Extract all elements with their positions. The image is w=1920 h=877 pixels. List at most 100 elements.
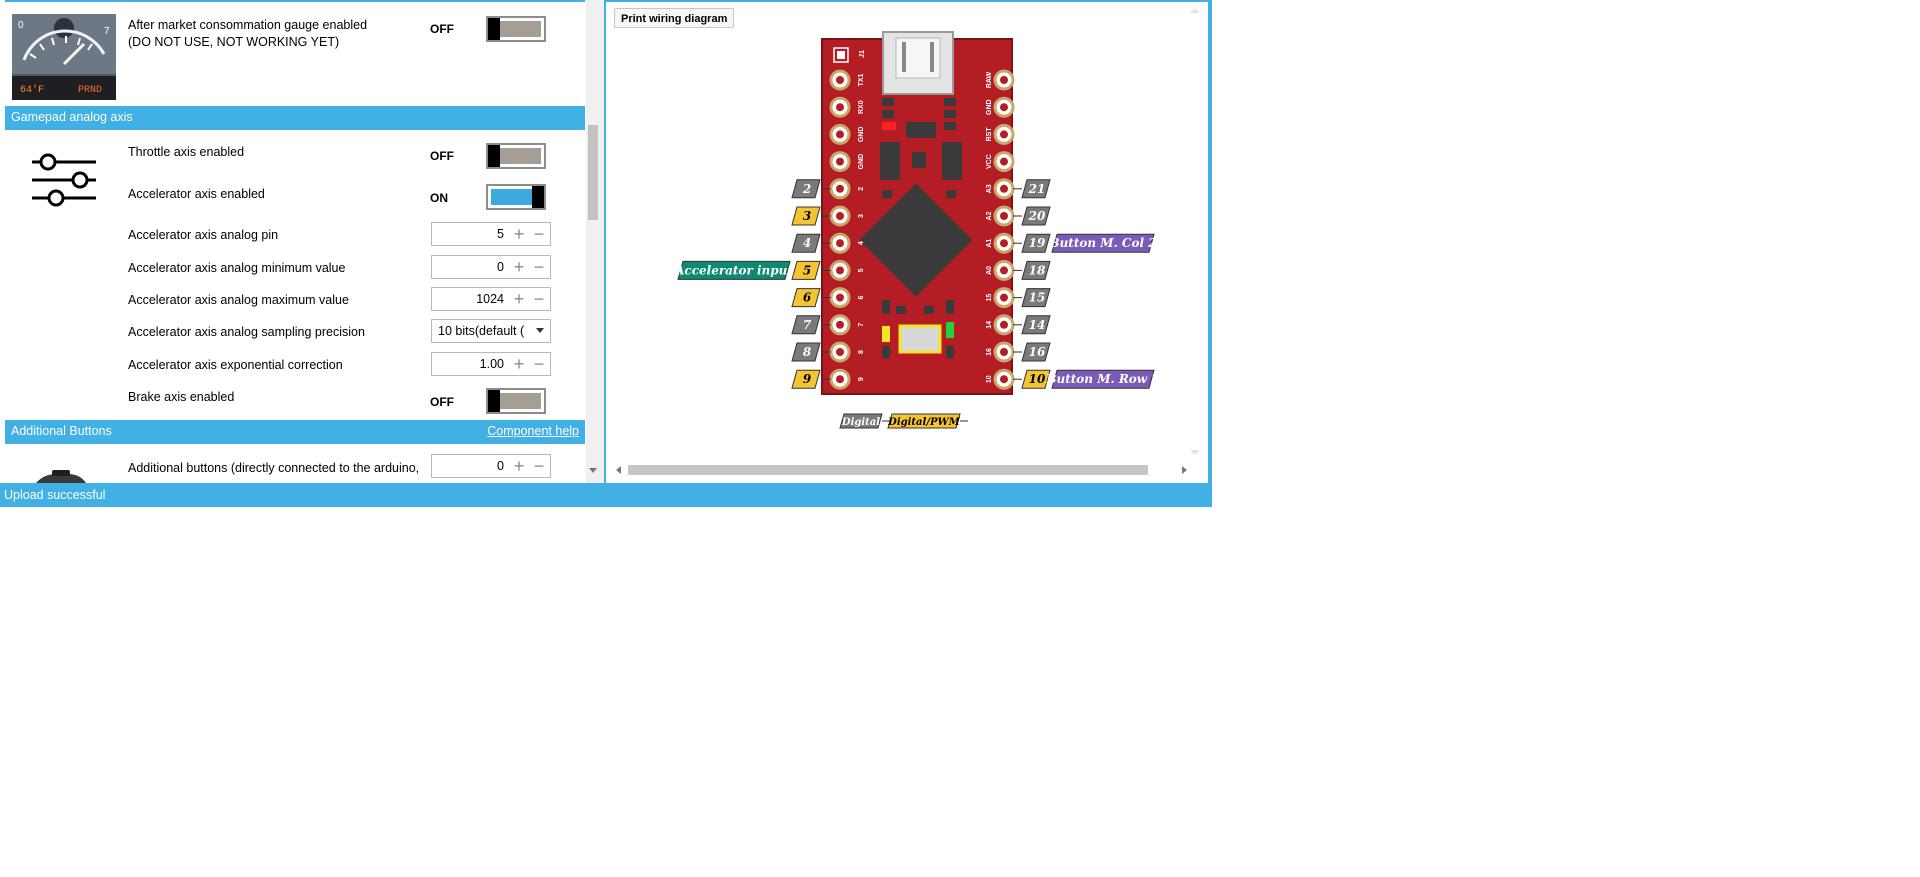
- acc-expo-value[interactable]: 1.00: [479, 357, 504, 371]
- add-buttons-label: Additional buttons (directly connected t…: [128, 461, 420, 475]
- gamepad-section-header: Gamepad analog axis: [5, 106, 585, 130]
- pin-tag-left-shape: [791, 260, 821, 280]
- acc-expo-label: Accelerator axis exponential correction: [128, 358, 343, 372]
- accelerator-input-tag-shape: [677, 260, 791, 280]
- acc-min-increment-button[interactable]: +: [513, 257, 525, 277]
- silkscreen-label: A2: [986, 211, 993, 220]
- pin-tag-left-shape: [791, 288, 821, 308]
- accelerator-toggle[interactable]: [486, 184, 546, 210]
- pin-tag-right-text: 18: [1029, 263, 1046, 277]
- pin-tag-left-shape: [791, 315, 821, 335]
- pane-splitter[interactable]: [600, 0, 606, 483]
- scroll-right-arrow-icon[interactable]: [1182, 466, 1187, 474]
- accelerator-input-tag-text: Accelerator input: [674, 263, 793, 277]
- legend-pwm-text: Digital/PWM: [887, 417, 961, 428]
- pin-tag-left: 3: [791, 206, 821, 226]
- silkscreen-label: 5: [858, 268, 865, 272]
- pin-tag-left-text: 4: [803, 236, 811, 250]
- pin-tag-right-text: 19: [1029, 236, 1046, 250]
- status-text: Upload successful: [4, 488, 106, 502]
- acc-max-decrement-button[interactable]: −: [533, 289, 545, 309]
- accelerator-label: Accelerator axis enabled: [128, 187, 265, 201]
- gauge-tick-7: 7: [104, 26, 110, 37]
- acc-min-value[interactable]: 0: [497, 260, 504, 274]
- pin-tag-right-shape: [1021, 206, 1051, 226]
- pin-tag-right: 20: [1021, 206, 1051, 226]
- scroll-left-arrow-icon[interactable]: [616, 466, 621, 474]
- component-help-link[interactable]: Component help: [487, 424, 579, 438]
- pin-tag-left-shape: [791, 206, 821, 226]
- print-wiring-diagram-button[interactable]: Print wiring diagram: [614, 8, 735, 28]
- silkscreen-label: J1: [859, 50, 866, 58]
- pin-tag-left: 6: [791, 288, 821, 308]
- settings-scrollbar-thumb[interactable]: [588, 125, 598, 220]
- silkscreen-label: RX0: [858, 100, 865, 114]
- pin-tag-right: 21: [1021, 179, 1051, 199]
- acc-pin-decrement-button[interactable]: −: [533, 224, 545, 244]
- silkscreen-label: GND: [858, 127, 865, 143]
- throttle-toggle[interactable]: [486, 143, 546, 169]
- legend-digital-swatch: [839, 413, 883, 429]
- accelerator-input-tag: Accelerator input: [674, 260, 793, 280]
- scroll-down-arrow-icon[interactable]: [589, 468, 597, 473]
- silkscreen-label: 8: [858, 350, 865, 354]
- silkscreen-label: VCC: [986, 154, 993, 169]
- wiring-pane: Print wiring diagram: [606, 0, 1208, 483]
- add-buttons-increment-button[interactable]: +: [513, 456, 525, 476]
- acc-min-label: Accelerator axis analog minimum value: [128, 261, 346, 275]
- silkscreen-label: RAW: [986, 71, 993, 88]
- acc-pin-stepper[interactable]: 5 + −: [431, 222, 551, 246]
- acc-expo-increment-button[interactable]: +: [513, 354, 525, 374]
- pin-tag-right-text: 20: [1028, 209, 1046, 223]
- settings-scrollbar[interactable]: [586, 0, 600, 483]
- pin-tag-left-text: 6: [803, 291, 812, 305]
- acc-pin-value[interactable]: 5: [497, 227, 504, 241]
- chevron-down-icon[interactable]: [536, 328, 544, 333]
- add-buttons-value[interactable]: 0: [497, 459, 504, 473]
- button-row2-tag-shape: [1051, 369, 1155, 389]
- throttle-state-text: OFF: [430, 149, 454, 163]
- silkscreen-label: 7: [858, 323, 865, 327]
- gauge-gear: PRND: [78, 85, 102, 96]
- acc-max-value[interactable]: 1024: [476, 292, 504, 306]
- acc-pin-label: Accelerator axis analog pin: [128, 228, 279, 242]
- gauge-readout: 64'F: [20, 84, 44, 96]
- acc-min-stepper[interactable]: 0 + −: [431, 255, 551, 279]
- gamepad-section-title: Gamepad analog axis: [11, 110, 133, 124]
- pin-tag-right: 15: [1021, 288, 1051, 308]
- acc-precision-select[interactable]: 10 bits(default (: [431, 319, 551, 343]
- silkscreen-label: 4: [858, 241, 865, 245]
- rx-led: [946, 322, 954, 338]
- silkscreen-label: 9: [858, 377, 865, 381]
- acc-min-decrement-button[interactable]: −: [533, 257, 545, 277]
- pin-tag-right-text: 15: [1029, 291, 1046, 305]
- add-buttons-decrement-button[interactable]: −: [533, 456, 545, 476]
- acc-expo-decrement-button[interactable]: −: [533, 354, 545, 374]
- acc-expo-stepper[interactable]: 1.00 + −: [431, 352, 551, 376]
- scroll-up-arrow-icon[interactable]: [1190, 8, 1200, 13]
- silkscreen-label: 15: [986, 294, 993, 302]
- wiring-horizontal-scrollbar-thumb[interactable]: [628, 465, 1148, 475]
- sliders-icon: [32, 153, 96, 207]
- acc-pin-increment-button[interactable]: +: [513, 224, 525, 244]
- silkscreen-label: 10: [986, 375, 993, 383]
- acc-max-increment-button[interactable]: +: [513, 289, 525, 309]
- pin-tag-right: 10: [1021, 369, 1051, 389]
- pin-tag-right: 19: [1021, 233, 1051, 253]
- acc-max-stepper[interactable]: 1024 + −: [431, 287, 551, 311]
- throttle-label: Throttle axis enabled: [128, 145, 245, 159]
- brake-toggle[interactable]: [486, 388, 546, 414]
- wiring-horizontal-scrollbar[interactable]: [614, 462, 1194, 478]
- pin-tag-right-shape: [1021, 288, 1051, 308]
- button-col2-tag: Button M. Col 2: [1048, 233, 1157, 253]
- silkscreen-label: RST: [986, 127, 993, 142]
- settings-pane: 0 7 64'F PRND After market consommation …: [0, 0, 600, 483]
- pin-tag-left-text: 9: [803, 372, 812, 386]
- buttons-section-title: Additional Buttons: [11, 424, 112, 438]
- silkscreen-label: A3: [986, 184, 993, 193]
- scroll-down-arrow-icon[interactable]: [1190, 450, 1200, 455]
- gauge-toggle[interactable]: [486, 16, 546, 42]
- legend-digital-text: Digital: [841, 417, 880, 428]
- add-buttons-stepper[interactable]: 0 + −: [431, 454, 551, 478]
- button-row2-tag-text: Button M. Row 2: [1045, 372, 1159, 386]
